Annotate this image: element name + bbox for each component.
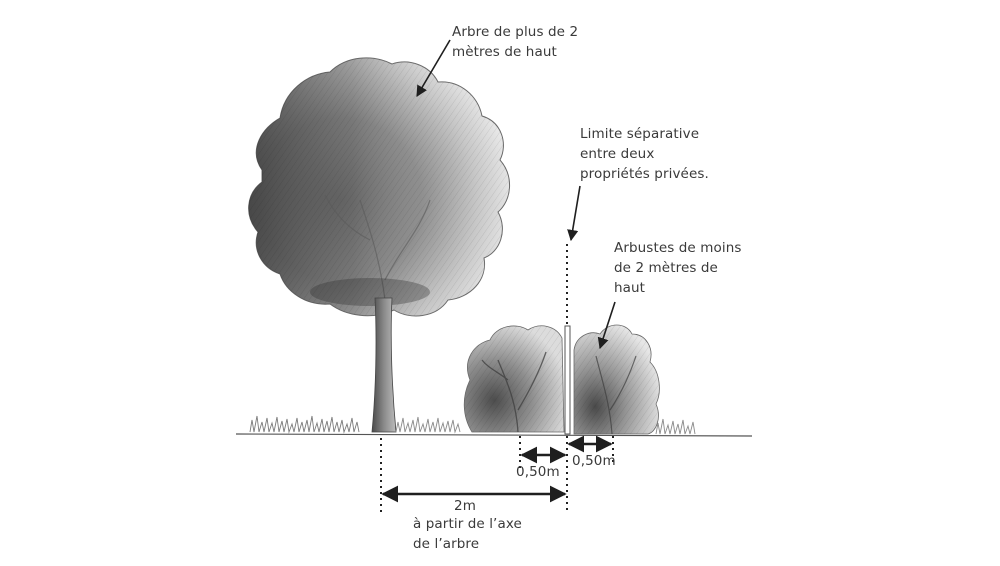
tree-distance-label: 2m: [454, 498, 476, 514]
tree-label: Arbre de plus de 2 mètres de haut: [452, 24, 579, 60]
boundary-post: [564, 325, 571, 435]
boundary-callout-arrow: [567, 185, 581, 242]
callout-arrows: [416, 39, 616, 350]
boundary-label: Limite séparative entre deux propriétés …: [580, 126, 709, 182]
tree-trunk: [371, 297, 397, 433]
left-shrub: [463, 325, 565, 433]
shrubs-label: Arbustes de moins de 2 mètres de haut: [614, 240, 742, 296]
dimension-arrows: [381, 435, 613, 503]
shrub-callout-arrow: [597, 301, 616, 350]
guide-lines: [380, 244, 614, 512]
tree: [248, 57, 510, 433]
tree-callout-arrow: [416, 39, 451, 97]
left-shrub-distance-label: 0,50m: [516, 464, 560, 480]
ground: [235, 415, 753, 437]
right-shrub: [573, 324, 660, 435]
right-shrub-distance-label: 0,50m: [572, 453, 616, 469]
tree-distance-note: à partir de l’axe de l’arbre: [413, 516, 522, 552]
